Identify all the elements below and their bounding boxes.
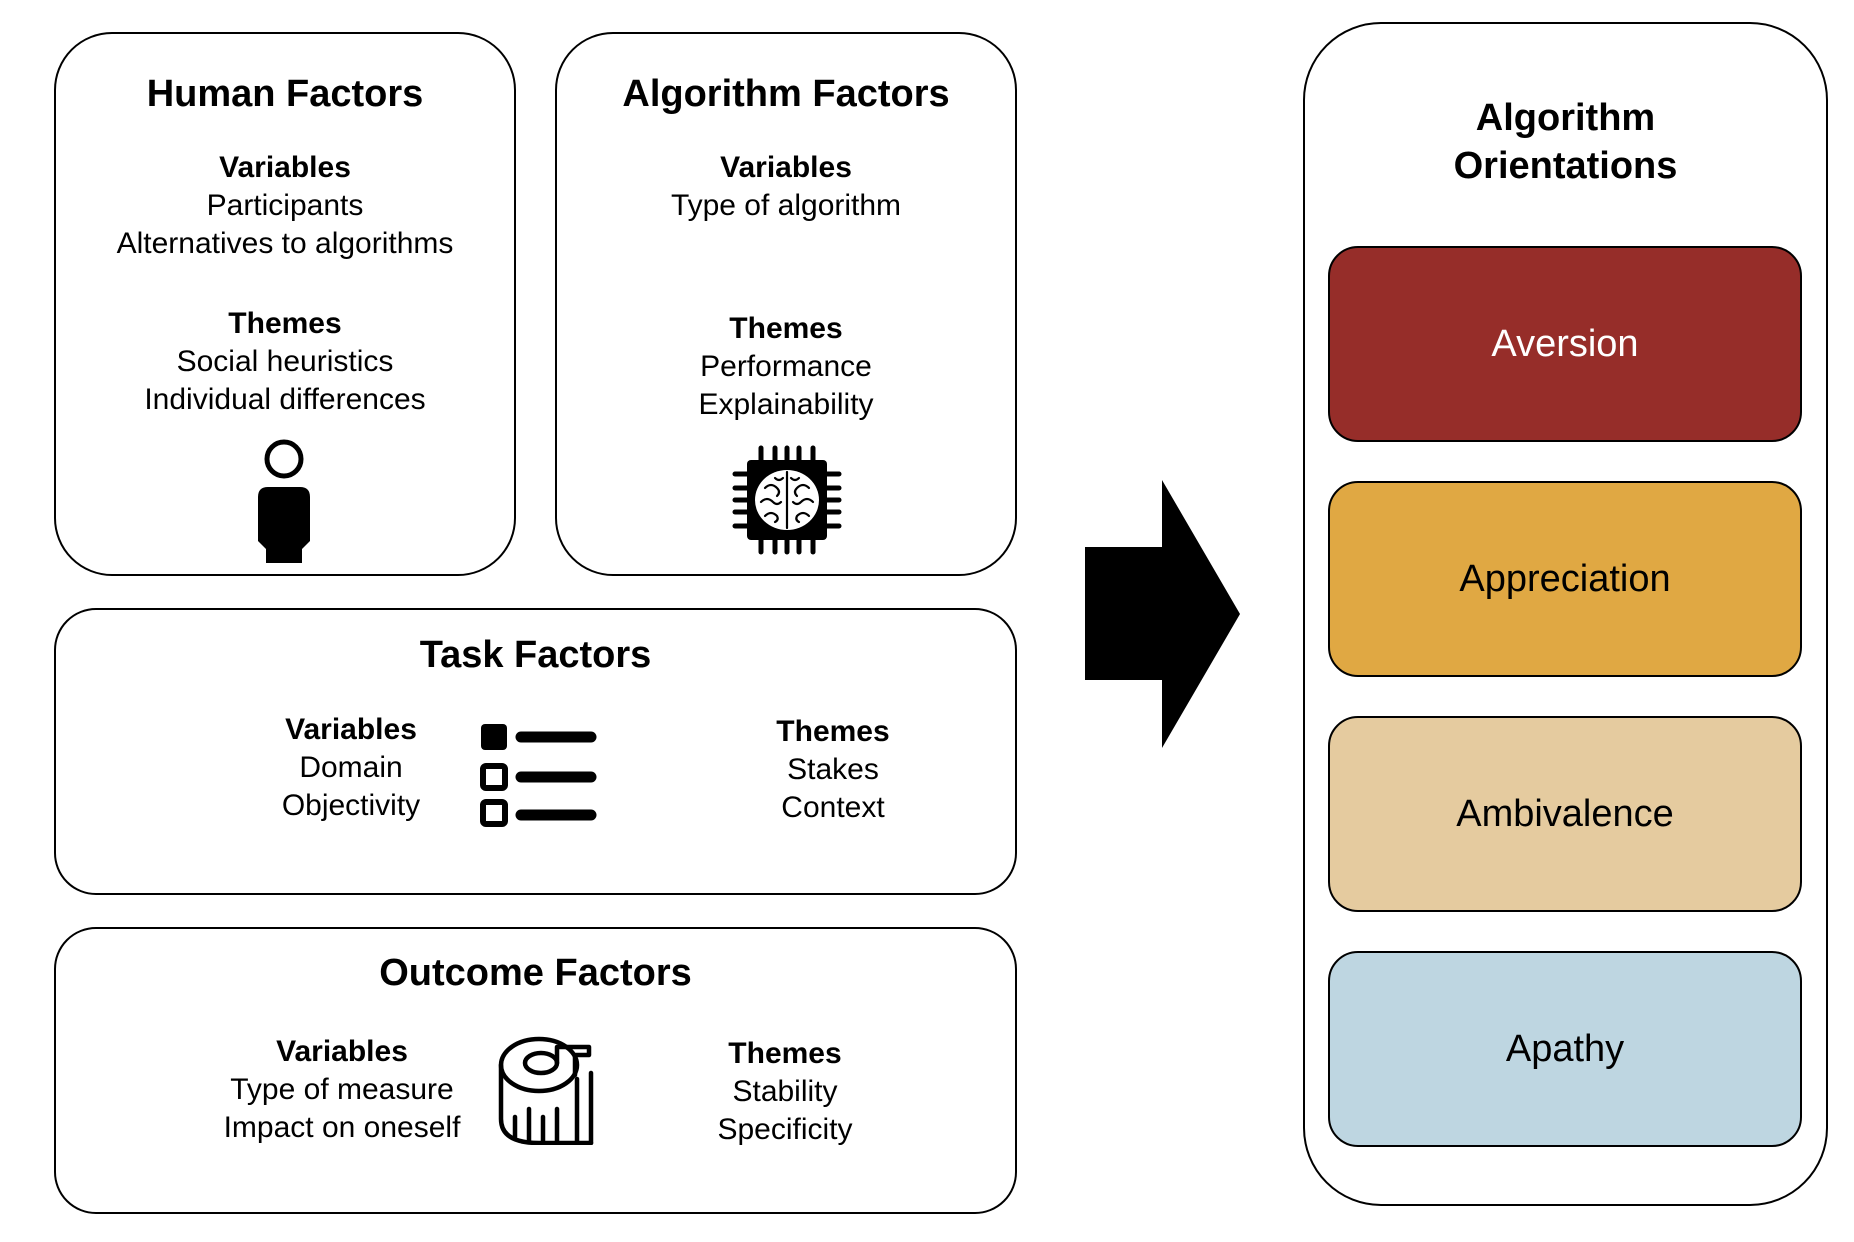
variable-item: Domain	[299, 751, 403, 784]
orientation-label: Apathy	[1505, 1027, 1625, 1070]
theme-item: Explainability	[698, 388, 874, 421]
theme-item: Stability	[732, 1075, 838, 1108]
task-factors-title: Task Factors	[419, 634, 652, 676]
human-factors-themes: Themes Social heuristics Individual diff…	[56, 305, 514, 419]
variable-item: Objectivity	[281, 789, 421, 822]
theme-item: Performance	[700, 350, 872, 383]
variables-heading: Variables	[285, 713, 417, 746]
variables-heading: Variables	[720, 151, 852, 184]
title-line: Algorithm	[1475, 97, 1656, 139]
themes-heading: Themes	[228, 307, 342, 340]
brain-chip-icon	[732, 445, 842, 555]
algorithm-factors-variables: Variables Type of algorithm	[557, 149, 1015, 225]
orientation-label: Ambivalence	[1456, 792, 1674, 835]
variable-item: Impact on oneself	[223, 1111, 461, 1144]
themes-heading: Themes	[776, 715, 890, 748]
theme-item: Context	[781, 791, 885, 824]
human-factors-title: Human Factors	[146, 73, 424, 115]
theme-item: Social heuristics	[176, 345, 394, 378]
orientation-appreciation: Appreciation	[1328, 481, 1802, 677]
variable-item: Participants	[206, 189, 364, 222]
outcome-factors-box: Outcome Factors Variables Type of measur…	[54, 927, 1017, 1214]
theme-item: Specificity	[717, 1113, 853, 1146]
outcome-factors-title: Outcome Factors	[379, 952, 692, 994]
orientation-ambivalence: Ambivalence	[1328, 716, 1802, 912]
measuring-tape-icon	[498, 1036, 594, 1145]
variable-item: Alternatives to algorithms	[116, 227, 454, 260]
variable-item: Type of measure	[230, 1073, 454, 1106]
theme-item: Stakes	[787, 753, 879, 786]
variable-item: Type of algorithm	[670, 189, 902, 222]
human-factors-box: Human Factors Variables Participants Alt…	[54, 32, 516, 576]
algorithm-factors-themes: Themes Performance Explainability	[557, 310, 1015, 424]
orientation-apathy: Apathy	[1328, 951, 1802, 1147]
human-factors-variables: Variables Participants Alternatives to a…	[56, 149, 514, 263]
variables-heading: Variables	[276, 1035, 408, 1068]
orientation-label: Aversion	[1491, 322, 1639, 365]
algorithm-orientations-title: Algorithm Orientations	[1305, 94, 1826, 190]
outcome-factors-variables: Variables Type of measure Impact on ones…	[117, 1033, 567, 1147]
algorithm-factors-title: Algorithm Factors	[622, 73, 950, 115]
person-icon	[258, 439, 310, 563]
themes-heading: Themes	[729, 312, 843, 345]
right-arrow-icon	[1085, 480, 1240, 748]
outcome-factors-themes: Themes Stability Specificity	[625, 1035, 945, 1149]
title-line: Orientations	[1453, 145, 1678, 187]
task-factors-themes: Themes Stakes Context	[643, 713, 1023, 827]
algorithm-factors-box: Algorithm Factors Variables Type of algo…	[555, 32, 1017, 576]
task-factors-box: Task Factors Variables Domain Objectivit…	[54, 608, 1017, 895]
algorithm-orientations-box: Algorithm Orientations Aversion Apprecia…	[1303, 22, 1828, 1206]
orientation-label: Appreciation	[1459, 557, 1671, 600]
variables-heading: Variables	[219, 151, 351, 184]
checklist-icon	[480, 724, 597, 827]
orientation-aversion: Aversion	[1328, 246, 1802, 442]
theme-item: Individual differences	[144, 383, 426, 416]
themes-heading: Themes	[728, 1037, 842, 1070]
task-factors-variables: Variables Domain Objectivity	[161, 711, 541, 825]
